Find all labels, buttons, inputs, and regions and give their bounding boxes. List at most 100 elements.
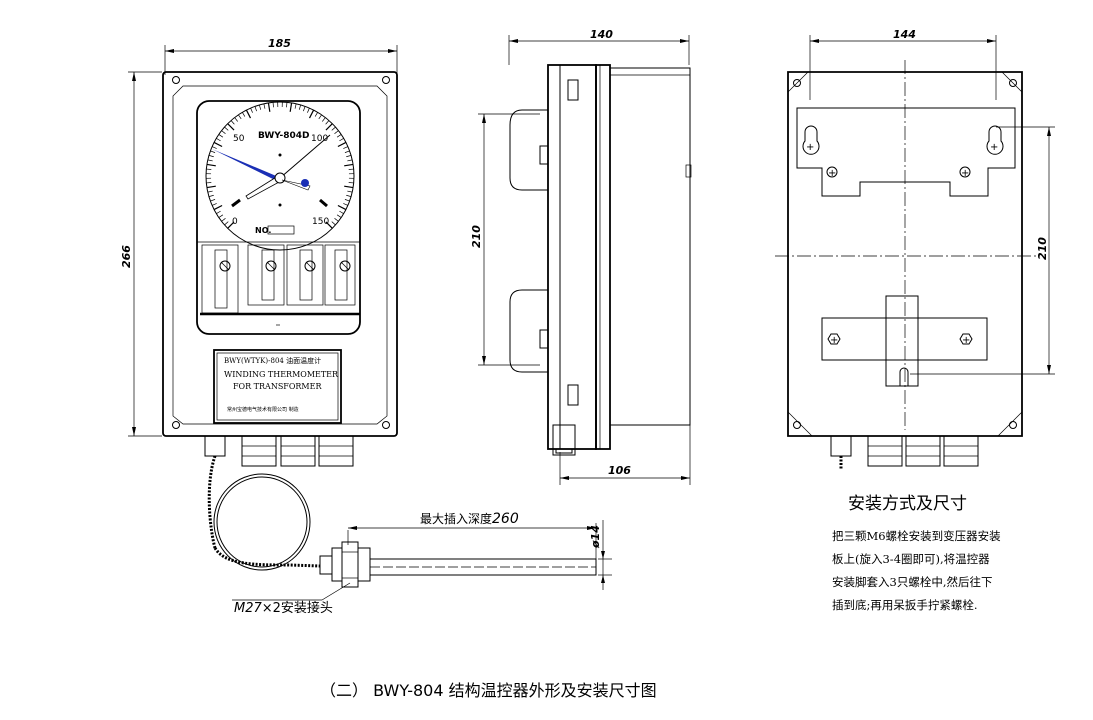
dial-tick [346,155,352,158]
dial-tick [347,190,353,193]
dial-tick [216,210,221,214]
dial-tick [344,163,354,167]
dial-tick [267,102,271,112]
svg-text:+: + [962,335,970,346]
blue-needle [212,149,281,182]
cable-glands [204,435,354,467]
nameplate: BWY(WTYK)-804 油面温度计 WINDING THERMOMETER … [213,349,342,424]
dial-tick [336,134,342,138]
dial-tick [334,218,339,222]
depth-value: 260 [492,511,519,527]
dimension-front-width: 185 [164,37,398,75]
dial-label-0: 0 [232,217,238,227]
svg-text:+: + [990,142,998,153]
dim-144: 144 [893,28,916,41]
back-housing [787,71,1023,437]
dial-label-150: 150 [312,217,329,227]
dimension-front-height: 266 [120,71,162,437]
dial-tick [303,106,306,112]
dial-tick [218,134,224,138]
fitting-label: M27×2安装接头 [234,600,333,616]
dial-tick [218,214,224,218]
dial-tick [254,106,257,112]
dial-label-100: 100 [311,134,328,144]
svg-text:+: + [961,168,969,179]
figure-caption: （二） BWY-804 结构温控器外形及安装尺寸图 [320,681,657,700]
dim-probe-diameter: ø14 [589,525,602,549]
dim-266: 266 [120,245,133,268]
dial-tick [307,107,310,113]
dial-tick [213,141,223,148]
dial-tick [242,112,246,117]
dial: BWY-804D 50 100 0 150 NO. [205,101,355,251]
dial-tick [210,199,216,202]
dial-tick [213,204,223,211]
dial-tick [331,126,336,131]
dim-106: 106 [608,464,631,477]
dial-tick [318,114,322,120]
dial-tick [211,146,217,149]
dial-tick [210,150,216,153]
dial-tick [346,194,352,197]
dial-tick [339,210,344,214]
dial-tick [211,203,217,206]
install-line-4: 插到底;再用呆扳手拧紧螺栓. [832,598,978,612]
dial-tick [206,185,216,189]
dial-tick [207,190,213,193]
svg-text:+: + [828,168,836,179]
no-label: NO. [255,226,271,235]
dial-tick [336,214,342,218]
dial-model: BWY-804D [258,131,309,141]
needle-hub [274,172,286,184]
back-view: 144 210 + + + + + + [775,28,1055,470]
dim-side-210: 210 [470,225,483,248]
dim-back-210: 210 [1036,237,1049,260]
corner-screws [172,76,390,429]
dial-tick [227,123,235,131]
dial-tick [337,204,347,211]
dial-tick [208,194,214,197]
dial-tick [344,199,350,202]
dial-tick [344,150,350,153]
install-line-1: 把三颗M6螺栓安装到变压器安装 [832,529,1001,543]
dial-tick [216,138,221,142]
dial-tick [343,146,349,149]
dial-tick [263,103,266,109]
dial-tick [227,221,235,229]
dim-140: 140 [590,28,613,41]
nameplate-line2: WINDING THERMOMETER [224,370,339,379]
dial-tick [343,203,349,206]
dial-tick [221,130,226,134]
nameplate-maker: 常州宝德电气技术有限公司 制造 [227,406,299,413]
dial-tick [339,138,344,142]
dial-tick [206,163,216,167]
dial-label-50: 50 [233,134,245,144]
nameplate-line3: FOR TRANSFORMER [233,382,322,391]
side-view: 140 210 106 [470,28,692,485]
depth-label: 最大插入深度260 [420,511,519,527]
dial-tick [314,112,318,117]
front-view: 185 266 BWY-804D 50 100 [120,37,612,616]
dial-tick [294,103,297,109]
capillary-probe: 最大插入深度260 ø14 M27×2安装接头 [207,455,612,616]
dial-tick [238,114,242,120]
dial-tick [221,218,226,222]
fitting-label-b: ×2安装接头 [262,600,333,616]
install-line-3: 安装脚套入3只螺栓中,然后往下 [832,575,992,589]
dial-tick [337,141,347,148]
dial-tick [325,120,330,125]
install-line-2: 板上(旋入3-4圈即可),将温控器 [832,552,990,566]
dial-tick [234,117,238,122]
dial-tick [245,109,252,119]
dial-tick [298,104,301,110]
dial-tick [347,159,353,162]
nameplate-line1: BWY(WTYK)-804 油面温度计 [224,356,321,365]
dial-tick [344,185,354,189]
install-notes: 安装方式及尺寸 把三颗M6螺栓安装到变压器安装 板上(旋入3-4圈即可),将温控… [832,494,1001,612]
dial-tick [331,221,336,226]
dial-tick [325,221,333,229]
dial-tick [230,120,235,125]
dial-tick [208,155,214,158]
dial-tick [334,130,339,134]
